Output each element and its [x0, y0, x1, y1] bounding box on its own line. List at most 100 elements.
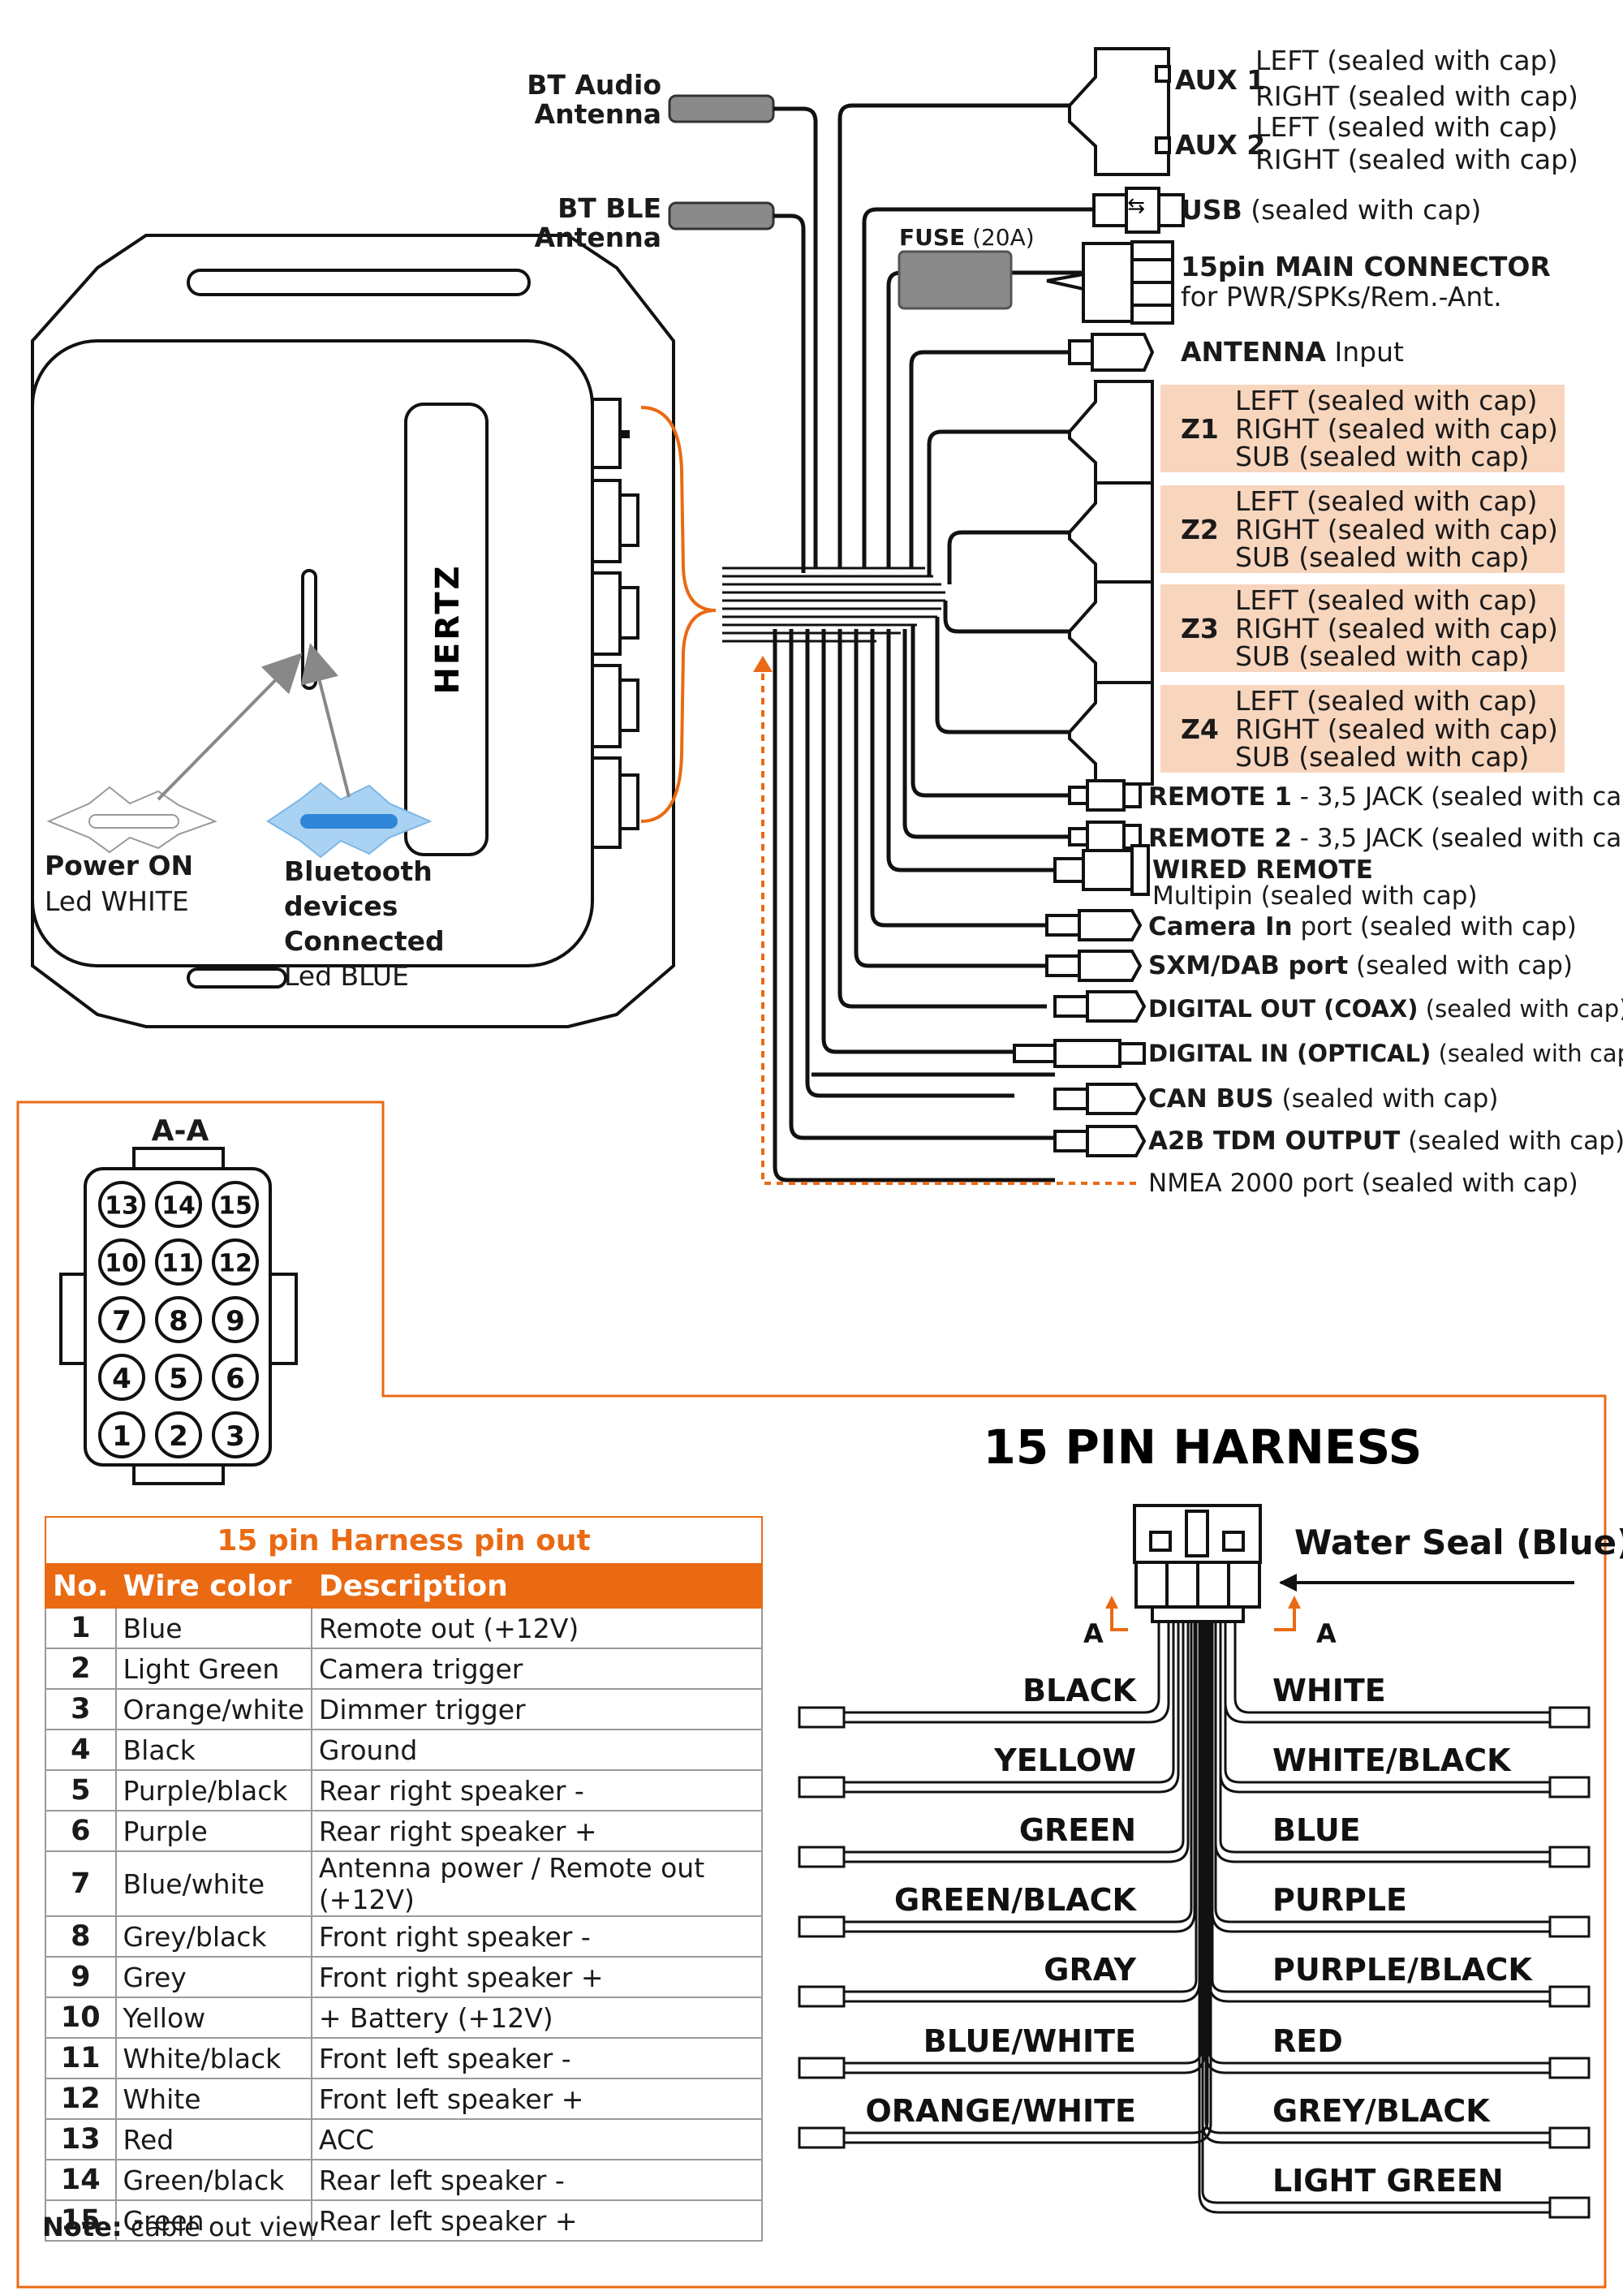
svg-text:Z2: Z2: [1181, 514, 1219, 545]
sxm-connector: [1045, 950, 1143, 982]
svg-text:RIGHT (sealed with cap): RIGHT (sealed with cap): [1235, 514, 1558, 545]
pin-number: 15: [45, 2199, 117, 2242]
remote2-label: REMOTE 2 - 3,5 JACK (sealed with cap): [1148, 824, 1623, 853]
remote-jacks: [1068, 779, 1142, 853]
pin-circles: [98, 1181, 259, 1458]
cable-ends: [722, 566, 945, 643]
svg-text:6: 6: [226, 1363, 245, 1395]
header-no: No.: [45, 1563, 117, 1609]
pin-description: Camera trigger: [310, 1648, 764, 1690]
wire-color: Light Green: [114, 1648, 312, 1690]
zone3-highlight: [1160, 584, 1565, 672]
pin-number: 6: [45, 1810, 117, 1852]
svg-text:RIGHT (sealed with cap): RIGHT (sealed with cap): [1235, 613, 1558, 644]
aux2-right: RIGHT (sealed with cap): [1255, 144, 1578, 175]
svg-text:WHITE/BLACK: WHITE/BLACK: [1272, 1742, 1512, 1778]
wire-color: Yellow: [114, 1997, 312, 2039]
harness-connector: [1133, 1504, 1262, 1623]
pin-number: 14: [45, 2159, 117, 2201]
pin-number: 9: [45, 1956, 117, 1998]
usb-connector: [1092, 187, 1185, 234]
pin-number: 8: [45, 1915, 117, 1958]
left-wire-labels: BLACK YELLOW GREEN GREEN/BLACK GRAY BLUE…: [865, 1673, 1137, 2129]
pin-description: + Battery (+12V): [310, 1997, 764, 2039]
aux2-label: AUX 2: [1175, 129, 1265, 161]
pin-description: Rear right speaker +: [310, 1810, 764, 1852]
pin-number: 2: [45, 1648, 117, 1690]
pin-description: Antenna power / Remote out (+12V): [310, 1850, 764, 1917]
power-on-label: Power ON: [45, 850, 193, 881]
svg-text:PURPLE: PURPLE: [1272, 1882, 1407, 1918]
pin-number: 12: [45, 2078, 117, 2120]
svg-text:ORANGE/WHITE: ORANGE/WHITE: [865, 2093, 1136, 2129]
svg-text:7: 7: [112, 1305, 131, 1338]
svg-text:15: 15: [218, 1192, 252, 1221]
zone1-labels: Z1 LEFT (sealed with cap) RIGHT (sealed …: [1181, 385, 1558, 472]
svg-text:BLUE: BLUE: [1272, 1812, 1361, 1848]
svg-text:10: 10: [105, 1250, 139, 1278]
digital-in-label: DIGITAL IN (OPTICAL) (sealed with cap): [1148, 1040, 1623, 1067]
pin-number: 11: [45, 2037, 117, 2079]
wire-color: Red: [114, 2118, 312, 2160]
svg-text:3: 3: [226, 1420, 245, 1453]
cable-brace: [640, 406, 717, 823]
zone1-highlight: [1160, 385, 1565, 472]
wire-color: Green/black: [114, 2159, 312, 2201]
main-connector-desc: for PWR/SPKs/Rem.-Ant.: [1181, 281, 1502, 312]
svg-text:RED: RED: [1272, 2023, 1343, 2059]
fuse-icon: [898, 250, 1013, 310]
svg-text:8: 8: [169, 1305, 188, 1338]
wire-color: White/black: [114, 2037, 312, 2079]
led-arrow: [157, 653, 303, 801]
svg-text:LEFT (sealed with cap): LEFT (sealed with cap): [1235, 584, 1537, 616]
digital-in-connector: [1013, 1039, 1146, 1068]
brand-logo: HERTZ: [429, 563, 467, 694]
wired-remote-connector: [1053, 844, 1150, 896]
main-connector-label: 15pin MAIN CONNECTOR: [1181, 251, 1551, 282]
antenna-label: ANTENNA Input: [1181, 336, 1404, 368]
wire-color: Blue: [114, 1607, 312, 1649]
svg-text:LIGHT GREEN: LIGHT GREEN: [1272, 2163, 1504, 2199]
power-led-label: Led WHITE: [45, 885, 189, 917]
nmea-arrow-icon: [753, 656, 773, 672]
harness-title: 15 PIN HARNESS: [984, 1419, 1423, 1475]
a2b-label: A2B TDM OUTPUT (sealed with cap): [1148, 1126, 1623, 1156]
usb-label: USB (sealed with cap): [1181, 194, 1481, 226]
svg-text:12: 12: [218, 1250, 252, 1278]
pin-description: Front left speaker -: [310, 2037, 764, 2079]
svg-text:SUB (sealed with cap): SUB (sealed with cap): [1235, 541, 1529, 573]
harness-frame: [16, 1101, 1607, 2289]
camera-label: Camera In port (sealed with cap): [1148, 912, 1577, 941]
svg-text:SUB (sealed with cap): SUB (sealed with cap): [1235, 441, 1529, 472]
pin-description: Dimmer trigger: [310, 1688, 764, 1730]
bt-label: devices: [284, 890, 398, 922]
svg-text:LEFT (sealed with cap): LEFT (sealed with cap): [1235, 685, 1537, 717]
digital-out-label: DIGITAL OUT (COAX) (sealed with cap): [1148, 995, 1623, 1023]
pin-description: ACC: [310, 2118, 764, 2160]
section-a-left: A: [1083, 1618, 1104, 1649]
bt-ble-antenna-label: BT BLE: [558, 192, 661, 224]
camera-connector: [1045, 909, 1143, 941]
bt-ble-antenna-label: Antenna: [535, 222, 661, 253]
arrow-icon: [1279, 1574, 1297, 1592]
section-markers: [1110, 1607, 1296, 1631]
zone4-labels: Z4 LEFT (sealed with cap) RIGHT (sealed …: [1181, 685, 1558, 773]
pin-description: Rear left speaker +: [310, 2199, 764, 2242]
usb-icon: ⇆: [1127, 194, 1145, 218]
bt-label: Bluetooth: [284, 855, 433, 887]
wire-color: Purple: [114, 1810, 312, 1852]
pin-number: 10: [45, 1997, 117, 2039]
aux1-right: RIGHT (sealed with cap): [1255, 80, 1578, 112]
wired-remote-desc: Multipin (sealed with cap): [1152, 881, 1478, 911]
led-white-icon: [46, 786, 217, 854]
header-wire-color: Wire color: [114, 1563, 312, 1609]
